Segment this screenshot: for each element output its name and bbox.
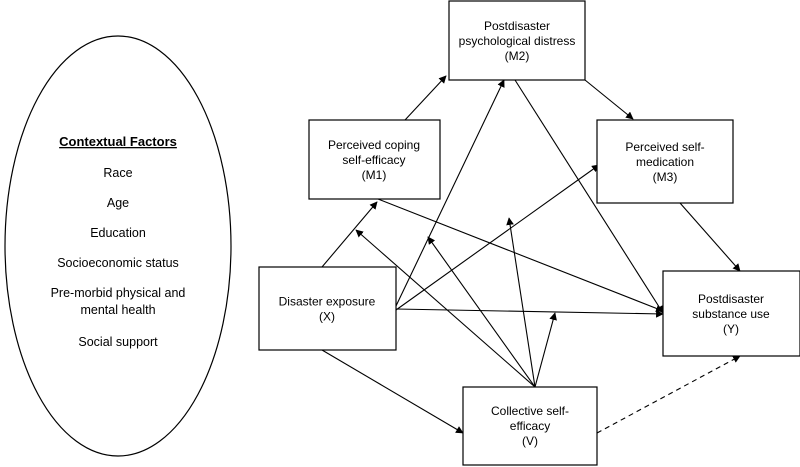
arrow-m1-to-y: [377, 198, 664, 313]
contextual-factor-item: Age: [107, 196, 129, 210]
label-line: psychological distress: [459, 34, 576, 48]
arrow-v-to-y-dashed: [596, 355, 741, 434]
label-line: efficacy: [510, 419, 550, 433]
arrow-v-to-x-m3-path: [506, 217, 536, 388]
label-line: self-efficacy: [342, 153, 405, 167]
label-x: Disaster exposure(X): [279, 295, 376, 324]
arrow-v-to-x-y-path: [534, 312, 557, 388]
arrow-m2-to-m3: [584, 79, 634, 120]
path-arrows: [321, 75, 741, 434]
label-line: (M1): [362, 168, 387, 182]
label-line: Postdisaster: [484, 19, 550, 33]
label-line: Perceived self-: [625, 140, 704, 154]
box-m2: [448, 0, 586, 81]
arrow-m3-to-y: [679, 202, 741, 272]
contextual-factor-item: Socioeconomic status: [57, 256, 179, 270]
label-line: (X): [319, 310, 335, 324]
box-x: [258, 266, 397, 351]
label-line: medication: [636, 155, 694, 169]
label-line: (M3): [653, 170, 678, 184]
contextual-factor-item: Race: [103, 166, 132, 180]
label-line: (M2): [505, 49, 530, 63]
arrow-m2-to-y: [514, 79, 664, 314]
contextual-factor-item: Social support: [78, 335, 158, 349]
label-m3: Perceived self-medication(M3): [625, 140, 704, 184]
contextual-factors-title: Contextual Factors: [59, 134, 177, 149]
box-m3: [596, 119, 734, 204]
label-line: Perceived coping: [328, 138, 420, 152]
label-line: (V): [522, 434, 538, 448]
arrow-v-to-x-m1-path: [355, 229, 536, 388]
arrow-v-to-x-m2-path: [427, 236, 536, 388]
label-line: substance use: [692, 307, 770, 321]
label-line: Postdisaster: [698, 292, 764, 306]
arrow-x-to-m2: [395, 79, 505, 307]
box-y: [662, 270, 800, 357]
label-line: Disaster exposure: [279, 295, 376, 309]
construct-boxes: [258, 0, 800, 466]
contextual-factors-ellipse: [4, 35, 232, 457]
label-line: Collective self-: [491, 404, 569, 418]
arrow-x-to-v: [321, 349, 464, 434]
box-m1: [308, 119, 441, 200]
arrow-x-to-m1: [321, 201, 378, 268]
arrow-x-to-m3: [395, 164, 600, 311]
box-v: [462, 386, 598, 466]
label-line: (Y): [723, 322, 739, 336]
arrow-m1-to-m2: [404, 75, 447, 121]
label-v: Collective self-efficacy(V): [491, 404, 569, 448]
contextual-factor-item: Education: [90, 226, 146, 240]
arrow-x-to-y: [395, 308, 664, 318]
